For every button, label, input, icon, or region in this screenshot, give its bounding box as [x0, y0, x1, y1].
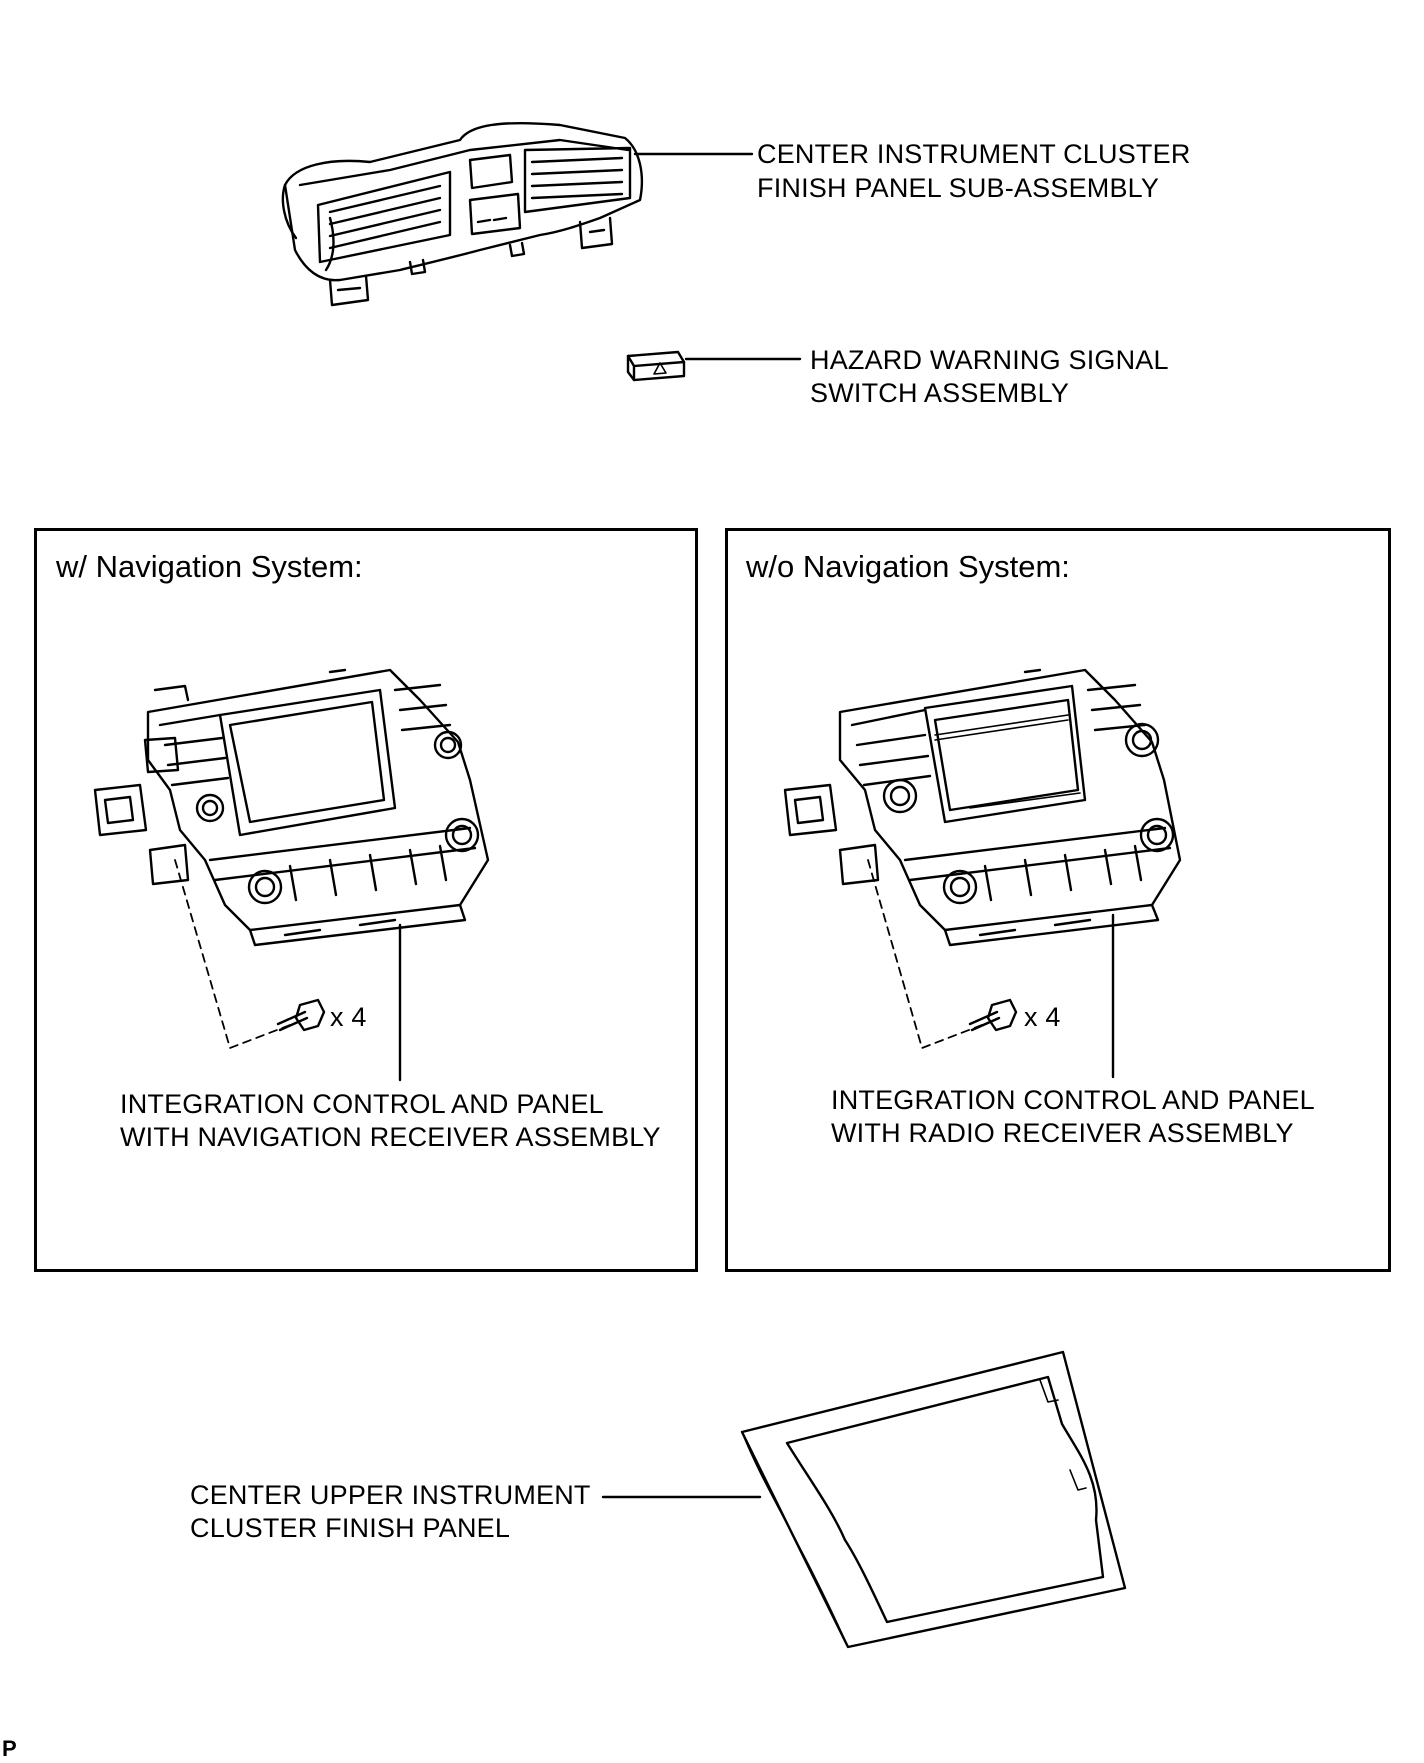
- center-cluster-label-line1: CENTER INSTRUMENT CLUSTER: [757, 139, 1191, 169]
- center-cluster-panel-drawing: [281, 121, 644, 307]
- nav-bolt-drawing: [276, 998, 326, 1032]
- radio-receiver-label-line2: WITH RADIO RECEIVER ASSEMBLY: [831, 1118, 1294, 1148]
- upper-panel-label-line1: CENTER UPPER INSTRUMENT: [190, 1480, 591, 1510]
- nav-receiver-label-line1: INTEGRATION CONTROL AND PANEL: [120, 1089, 604, 1119]
- radio-bolt-drawing: [968, 998, 1018, 1032]
- hazard-label-line1: HAZARD WARNING SIGNAL: [810, 345, 1169, 375]
- nav-system-title: w/ Navigation System:: [56, 549, 363, 584]
- hazard-switch-drawing: [626, 350, 686, 382]
- nav-system-frame: [34, 528, 698, 1272]
- nav-bolt-dashed-line: [174, 859, 291, 1049]
- radio-bolt-count: x 4: [1024, 1002, 1061, 1032]
- nav-bolt-count: x 4: [330, 1002, 367, 1032]
- hazard-label-line2: SWITCH ASSEMBLY: [810, 378, 1070, 408]
- no-nav-system-frame: [725, 528, 1391, 1272]
- center-cluster-label-line2: FINISH PANEL SUB-ASSEMBLY: [757, 173, 1160, 203]
- upper-finish-panel-drawing: [740, 1350, 1127, 1649]
- no-nav-system-title: w/o Navigation System:: [746, 549, 1070, 584]
- nav-receiver-drawing: [93, 668, 490, 947]
- upper-panel-label-line2: CLUSTER FINISH PANEL: [190, 1513, 511, 1543]
- corner-mark: P: [2, 1736, 17, 1761]
- radio-bolt-dashed-line: [867, 859, 983, 1049]
- radio-receiver-drawing: [783, 668, 1182, 947]
- nav-receiver-label-line2: WITH NAVIGATION RECEIVER ASSEMBLY: [120, 1122, 661, 1152]
- radio-receiver-label-line1: INTEGRATION CONTROL AND PANEL: [831, 1085, 1315, 1115]
